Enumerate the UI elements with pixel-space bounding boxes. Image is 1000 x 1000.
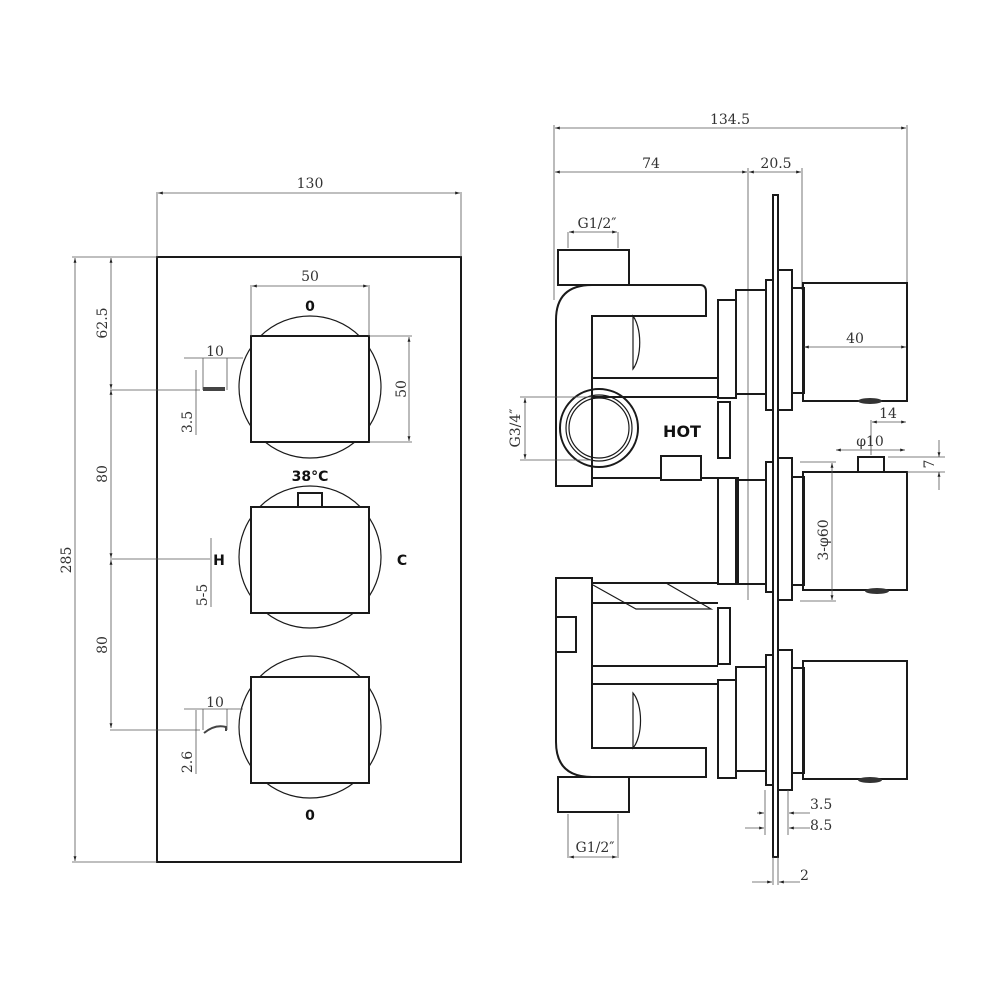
body-upper — [555, 284, 707, 487]
label-hot-inlet: HOT — [663, 422, 701, 441]
dim-side-inlet: G3/4″ — [508, 409, 524, 448]
dim-indicator-top-height: 3.5 — [180, 411, 196, 433]
dim-spacing-2: 80 — [95, 636, 111, 654]
knob-side-top — [802, 282, 908, 402]
knob-side-middle — [802, 471, 908, 591]
dim-knob-height: 50 — [394, 380, 410, 398]
cartridge-top — [632, 314, 641, 371]
dim-indicator-bottom-width: 10 — [206, 695, 224, 711]
knob-middle — [238, 485, 382, 629]
dim-knob-depth: 40 — [846, 331, 864, 347]
label-bottom-knob: 0 — [305, 808, 315, 824]
dim-plate-thickness: 2 — [800, 868, 809, 884]
body-lower — [555, 577, 707, 778]
dim-indicator-top-width: 10 — [206, 344, 224, 360]
dim-top-offset: 62.5 — [95, 307, 111, 338]
dim-plate-depth: 20.5 — [760, 156, 791, 172]
cartridge-bottom — [632, 691, 642, 750]
label-hot: H — [213, 553, 225, 569]
bottom-outlet-pipe — [557, 776, 630, 813]
dim-spacing-1: 80 — [95, 465, 111, 483]
dim-pin-offset: 14 — [879, 406, 897, 422]
front-view: 130 285 62.5 80 80 50 50 0 — [59, 176, 462, 863]
top-inlet-pipe — [557, 249, 630, 286]
label-temperature: 38°C — [292, 469, 329, 485]
dim-knob-diameter: 3-φ60 — [816, 519, 832, 560]
dim-top-inlet: G1/2″ — [578, 216, 617, 232]
dim-body-depth: 74 — [642, 156, 660, 172]
dim-indicator-mid-height: 5-5 — [195, 584, 211, 607]
dim-flange-2: 8.5 — [810, 818, 832, 834]
dim-height: 285 — [59, 547, 75, 574]
knob-bottom — [238, 655, 382, 799]
dim-bottom-outlet: G1/2″ — [576, 840, 615, 856]
dim-knob-width: 50 — [301, 269, 319, 285]
faceplate — [156, 256, 462, 863]
temp-pin — [857, 456, 885, 473]
label-cold: C — [397, 553, 407, 569]
label-top-knob: 0 — [305, 299, 315, 315]
dim-total-depth: 134.5 — [710, 112, 750, 128]
hot-inlet — [559, 388, 639, 468]
dim-pin-height: 7 — [922, 460, 938, 469]
dim-width: 130 — [297, 176, 324, 192]
indicator-bottom — [203, 725, 227, 734]
side-view: 134.5 74 20.5 G1/2″ G1/2″ — [508, 112, 945, 885]
dim-pin-diameter: φ10 — [856, 434, 884, 450]
knob-top — [238, 315, 382, 459]
indicator-top — [203, 387, 225, 391]
dim-flange-1: 3.5 — [810, 797, 832, 813]
dim-indicator-bottom-height: 2.6 — [180, 751, 196, 773]
valve-wedge — [592, 582, 714, 610]
knob-side-bottom — [802, 660, 908, 780]
temp-stop-button — [297, 492, 323, 508]
